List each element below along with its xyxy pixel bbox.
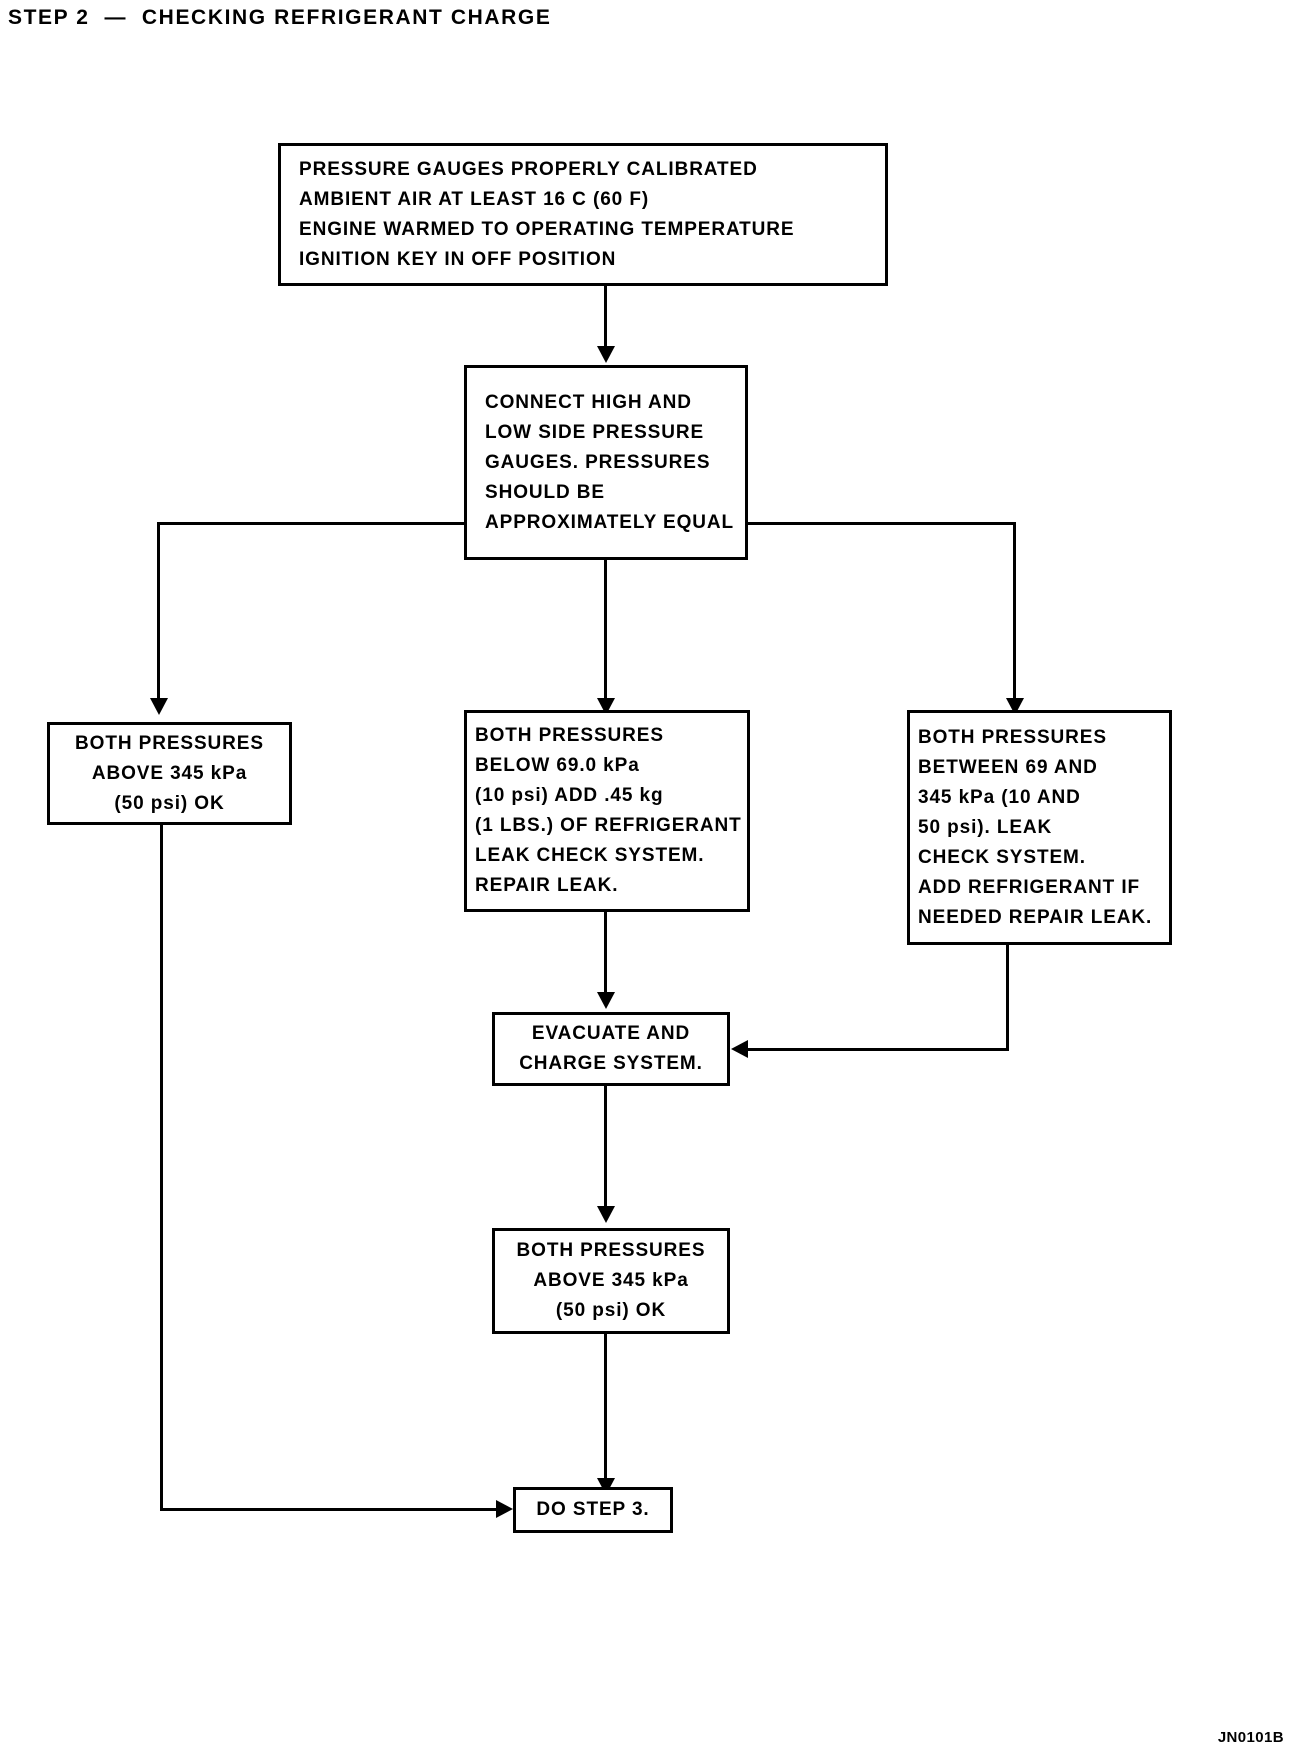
node-branch-above-345: BOTH PRESSURES ABOVE 345 kPa (50 psi) OK	[47, 722, 292, 825]
connector-evacuate-to-verify	[604, 1086, 607, 1210]
connector-branch-right-vertical	[1013, 522, 1016, 702]
node-branch-below-69-line-2: BELOW 69.0 kPa	[475, 755, 640, 776]
connector-branch-right-horizontal	[745, 522, 1016, 525]
connector-between-to-evacuate-vertical	[1006, 945, 1009, 1050]
page-title: STEP 2 — CHECKING REFRIGERANT CHARGE	[8, 6, 552, 29]
node-branch-above-345-line-1: BOTH PRESSURES	[75, 732, 264, 754]
node-branch-between-line-4: 50 psi). LEAK	[918, 816, 1053, 838]
node-branch-between-line-6: ADD REFRIGERANT IF	[918, 876, 1141, 898]
node-connect-gauges-line-4: SHOULD BE	[485, 481, 605, 503]
footer-drawing-code: JN0101B	[1217, 1729, 1284, 1746]
node-branch-below-69: BOTH PRESSURES BELOW 69.0 kPa (10 psi) A…	[464, 710, 750, 912]
node-branch-above-345-line-2: ABOVE 345 kPa	[91, 762, 248, 784]
connector-preconditions-to-connect	[604, 286, 607, 348]
node-verify-line-1: BOTH PRESSURES	[516, 1240, 706, 1261]
node-connect-gauges: CONNECT HIGH AND LOW SIDE PRESSURE GAUGE…	[464, 365, 748, 560]
connector-below69-to-evacuate	[604, 912, 607, 996]
node-preconditions: PRESSURE GAUGES PROPERLY CALIBRATED AMBI…	[278, 143, 888, 286]
node-verify-line-3: (50 psi) OK	[555, 1300, 667, 1321]
connector-branch-middle-vertical	[604, 560, 607, 700]
connector-left-rail-horizontal	[160, 1508, 505, 1511]
node-preconditions-line-3: ENGINE WARMED TO OPERATING TEMPERATURE	[299, 218, 795, 240]
arrowhead-below69-to-evacuate	[597, 992, 615, 1009]
node-preconditions-line-2: AMBIENT AIR AT LEAST 16 C (60 F)	[299, 188, 650, 210]
node-connect-gauges-line-2: LOW SIDE PRESSURE	[485, 421, 705, 443]
node-branch-between-line-2: BETWEEN 69 AND	[918, 756, 1098, 778]
node-do-step-3-line-1: DO STEP 3.	[536, 1499, 650, 1520]
node-verify-line-2: ABOVE 345 kPa	[533, 1270, 689, 1291]
node-branch-between-line-3: 345 kPa (10 AND	[918, 786, 1081, 808]
node-evacuate-line-2: CHARGE SYSTEM.	[519, 1053, 703, 1074]
arrowhead-between-to-evacuate	[731, 1040, 748, 1058]
node-do-step-3: DO STEP 3.	[513, 1487, 673, 1533]
node-evacuate-line-1: EVACUATE AND	[531, 1023, 691, 1044]
arrowhead-preconditions-to-connect	[597, 346, 615, 363]
node-evacuate-and-charge: EVACUATE AND CHARGE SYSTEM.	[492, 1012, 730, 1086]
connector-branch-left-horizontal	[157, 522, 467, 525]
node-branch-below-69-line-3: (10 psi) ADD .45 kg	[475, 785, 664, 806]
node-branch-between-line-1: BOTH PRESSURES	[918, 726, 1107, 748]
node-branch-below-69-line-1: BOTH PRESSURES	[475, 725, 664, 746]
connector-branch-left-vertical	[157, 522, 160, 702]
node-connect-gauges-line-1: CONNECT HIGH AND	[485, 391, 692, 413]
node-branch-above-345-line-3: (50 psi) OK	[114, 792, 225, 814]
node-preconditions-line-4: IGNITION KEY IN OFF POSITION	[299, 248, 617, 270]
node-branch-between-line-5: CHECK SYSTEM.	[918, 846, 1086, 868]
node-branch-between-69-345: BOTH PRESSURES BETWEEN 69 AND 345 kPa (1…	[907, 710, 1172, 945]
node-branch-below-69-line-5: LEAK CHECK SYSTEM.	[475, 845, 705, 866]
connector-between-to-evacuate-horizontal	[748, 1048, 1009, 1051]
arrowhead-evacuate-to-verify	[597, 1206, 615, 1223]
arrowhead-left-rail-to-step3	[496, 1500, 513, 1518]
arrowhead-branch-left	[150, 698, 168, 715]
node-branch-between-line-7: NEEDED REPAIR LEAK.	[918, 906, 1153, 928]
node-branch-below-69-line-6: REPAIR LEAK.	[475, 875, 619, 896]
connector-verify-to-step3	[604, 1334, 607, 1482]
node-connect-gauges-line-3: GAUGES. PRESSURES	[485, 451, 711, 473]
node-branch-below-69-line-4: (1 LBS.) OF REFRIGERANT	[475, 815, 742, 836]
node-preconditions-line-1: PRESSURE GAUGES PROPERLY CALIBRATED	[299, 158, 758, 180]
node-connect-gauges-line-5: APPROXIMATELY EQUAL	[485, 511, 735, 533]
node-verify-above-345: BOTH PRESSURES ABOVE 345 kPa (50 psi) OK	[492, 1228, 730, 1334]
connector-left-rail-vertical	[160, 825, 163, 1510]
